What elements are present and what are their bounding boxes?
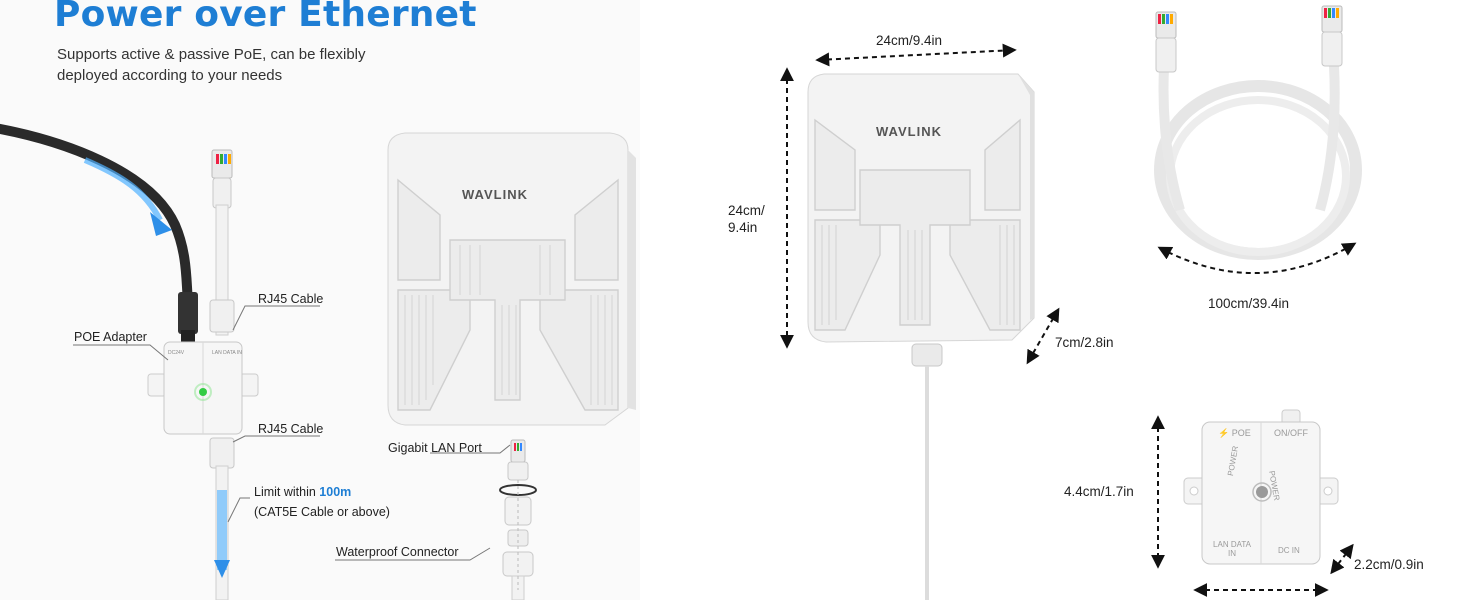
rj45-cable-bottom-label: RJ45 Cable (258, 422, 324, 436)
subtitle-line-1: Supports active & passive PoE, can be fl… (57, 46, 366, 63)
ap-depth-label: 7cm/2.8in (1055, 335, 1114, 350)
rj45-cable-top-label: RJ45 Cable (258, 292, 324, 306)
poe-adapter-label: POE Adapter (74, 330, 147, 344)
ap-height-label: 24cm/ 9.4in (728, 202, 765, 236)
adapter-mark-on-off: ON/OFF (1274, 428, 1308, 438)
wavlink-logo-front: WAVLINK (462, 187, 528, 202)
cable-limit-note: (CAT5E Cable or above) (254, 505, 390, 519)
cable-length-label: 100cm/39.4in (1208, 296, 1290, 311)
adapter-mark-poe: ⚡ POE (1218, 428, 1251, 438)
poe-installation-illustration (0, 123, 636, 600)
ap-width-label: 24cm/9.4in (876, 33, 943, 48)
cable-limit-prefix: Limit within (254, 485, 320, 499)
adapter-height-label: 4.4cm/1.7in (1064, 484, 1134, 499)
ap-height-line-1: 24cm/ (728, 203, 765, 218)
ap-height-line-2: 9.4in (728, 220, 758, 235)
gigabit-lan-port-label: Gigabit LAN Port (388, 441, 482, 455)
adapter-mark-lan-data-in-right: LAN DATA IN (1213, 540, 1251, 558)
wavlink-logo-side: WAVLINK (876, 124, 942, 139)
adapter-depth-label: 2.2cm/0.9in (1354, 557, 1424, 572)
adapter-mark-dc-in-right: DC IN (1278, 546, 1300, 555)
subtitle-line-2: deployed according to your needs (57, 67, 283, 84)
cable-limit-value: 100m (319, 485, 352, 499)
waterproof-connector-label: Waterproof Connector (336, 545, 459, 559)
page-title: Power over Ethernet (54, 0, 477, 35)
access-point-front (387, 132, 636, 426)
adapter-mark-dc-in: DC24V (168, 350, 185, 356)
cable-limit-label: Limit within 100m (254, 485, 351, 499)
subtitle: Supports active & passive PoE, can be fl… (57, 44, 417, 86)
adapter-mark-lan-data-in: LAN DATA IN (212, 350, 242, 356)
